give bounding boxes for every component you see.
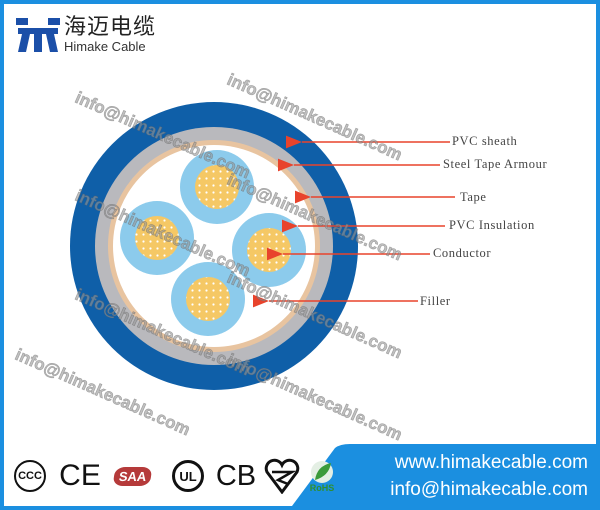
himake-logo-icon <box>16 18 60 52</box>
label-filler: Filler <box>420 294 451 308</box>
cb-cert-icon: CB <box>215 459 257 492</box>
rohs-cert-icon: RoHS <box>304 458 340 494</box>
brand-name-cn: 海迈电缆 <box>64 15 157 40</box>
label-pvc-insulation: PVC Insulation <box>449 218 535 232</box>
label-steel-tape-armour: Steel Tape Armour <box>443 157 548 171</box>
brand-name-en: Himake Cable <box>64 39 146 54</box>
label-tape: Tape <box>460 190 487 204</box>
email-link[interactable]: info@himakecable.com <box>390 479 588 500</box>
core-bottom <box>171 262 245 336</box>
label-conductor: Conductor <box>433 246 492 260</box>
ce-cert-icon: CE <box>59 459 101 492</box>
heart-cert-icon <box>264 458 300 494</box>
ul-cert-icon: UL <box>168 458 208 494</box>
core-left <box>120 201 194 275</box>
label-pvc-sheath: PVC sheath <box>452 134 518 148</box>
brand-logo: 海迈电缆 Himake Cable <box>16 16 156 54</box>
ccc-cert-icon: CCC <box>10 458 50 494</box>
website-link[interactable]: www.himakecable.com <box>394 452 588 473</box>
core-top <box>180 150 254 224</box>
saa-cert-icon: SAA <box>108 458 158 494</box>
